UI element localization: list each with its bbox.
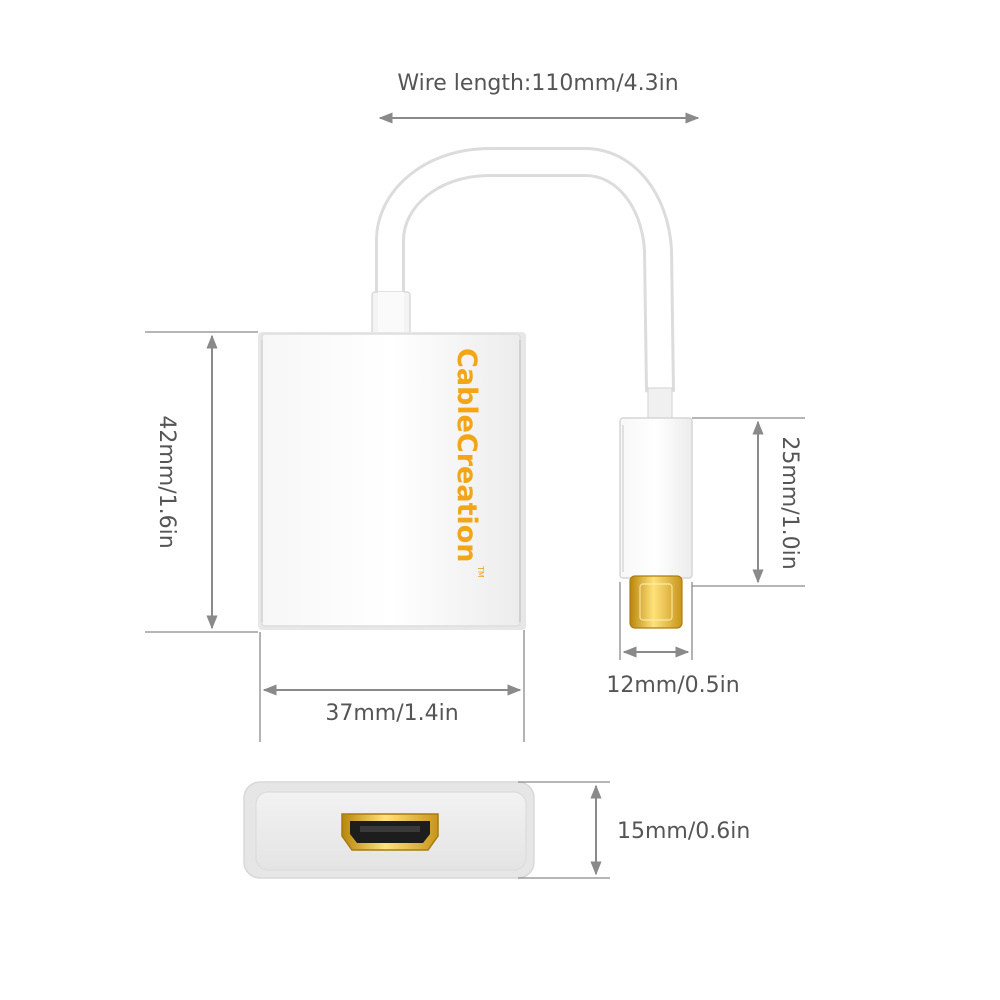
wire-length-label: Wire length:110mm/4.3in <box>397 71 678 96</box>
adapter-body <box>258 332 526 630</box>
plug-width-label: 12mm/0.5in <box>606 673 739 698</box>
hdmi-port <box>341 813 439 851</box>
adapter-height-label: 42mm/1.6in <box>154 415 179 548</box>
usb-c-plug <box>619 387 693 629</box>
brand-trademark: TM <box>476 565 485 578</box>
port-thickness-label: 15mm/0.6in <box>617 819 750 844</box>
adapter-width-label: 37mm/1.4in <box>325 701 458 726</box>
brand-logo-text: CableCreation <box>451 348 482 563</box>
plug-length-label: 25mm/1.0in <box>777 436 802 569</box>
usb-c-connector-tip <box>629 575 683 629</box>
